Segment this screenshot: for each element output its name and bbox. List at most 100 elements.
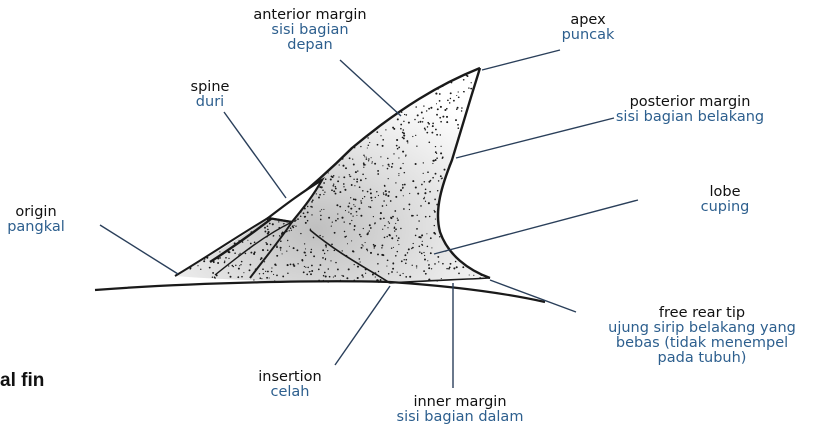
stipple-dot (323, 182, 325, 184)
stipple-dot (293, 224, 295, 226)
stipple-dot (402, 272, 404, 275)
stipple-dot (384, 224, 386, 227)
stipple-dot (365, 177, 367, 180)
stipple-dot (437, 261, 440, 263)
stipple-dot (234, 252, 236, 254)
stipple-dot (324, 258, 327, 261)
stipple-dot (393, 226, 396, 229)
stipple-dot (434, 263, 436, 265)
stipple-dot (265, 243, 269, 246)
stipple-dot (319, 218, 322, 221)
stipple-dot (422, 162, 424, 164)
stipple-dot (391, 271, 393, 273)
stipple-dot (449, 92, 452, 95)
stipple-dot (337, 213, 339, 215)
stipple-dot (458, 272, 460, 275)
stipple-dot (342, 183, 345, 185)
stipple-dot (289, 227, 292, 230)
label-insertion-en: insertion (258, 369, 322, 385)
stipple-dot (362, 227, 364, 230)
label-spine-en: spine (190, 79, 230, 95)
stipple-dot (412, 135, 414, 138)
stipple-dot (353, 279, 356, 282)
stipple-dot (360, 202, 363, 204)
stipple-dot (470, 87, 473, 90)
stipple-dot (371, 273, 374, 276)
stipple-dot (381, 247, 383, 249)
stipple-dot (352, 215, 354, 217)
stipple-dot (445, 115, 449, 118)
stipple-dot (259, 258, 262, 261)
stipple-dot (333, 190, 336, 193)
leader-spine (223, 111, 287, 199)
stipple-dot (380, 135, 382, 137)
body-line (94, 280, 546, 304)
stipple-dot (402, 162, 404, 165)
stipple-dot (433, 210, 436, 213)
stipple-dot (400, 127, 402, 130)
stipple-dot (219, 251, 221, 253)
stipple-dot (379, 217, 382, 220)
label-anterior-margin-id-1: sisi bagian (271, 22, 349, 38)
stipple-dot (303, 243, 306, 245)
stipple-dot (279, 246, 282, 249)
stipple-dot (415, 106, 417, 108)
stipple-dot (359, 261, 361, 263)
stipple-dot (387, 221, 390, 223)
stipple-dot (448, 102, 451, 104)
stipple-dot (433, 224, 435, 227)
stipple-dot (396, 217, 398, 219)
stipple-dot (395, 235, 398, 237)
stipple-dot (320, 214, 322, 217)
stipple-dot (395, 228, 397, 231)
label-inner-margin: inner margin sisi bagian dalam (385, 395, 535, 425)
stipple-dot (416, 228, 418, 230)
stipple-dot (331, 189, 333, 192)
stipple-dot (423, 258, 427, 261)
stipple-dot (352, 163, 355, 166)
stipple-dot (373, 247, 375, 249)
stipple-dot (435, 152, 438, 155)
stipple-dot (426, 110, 428, 112)
stipple-dot (297, 218, 299, 221)
stipple-dot (420, 252, 423, 255)
stipple-dot (365, 156, 367, 158)
stipple-dot (362, 276, 364, 278)
stipple-dot (212, 261, 215, 264)
stipple-dot (249, 263, 252, 266)
stipple-dot (398, 243, 400, 246)
stipple-dot (360, 235, 362, 238)
stipple-dot (330, 225, 332, 227)
stipple-dot (249, 242, 252, 245)
stipple-dot (392, 215, 394, 218)
stipple-dot (397, 237, 400, 240)
stipple-dot (401, 136, 404, 139)
stipple-dot (429, 190, 431, 193)
stipple-dot (334, 192, 337, 195)
stipple-dot (332, 174, 335, 177)
label-origin: origin pangkal (0, 205, 72, 235)
stipple-dot (382, 192, 385, 194)
stipple-dot (388, 222, 391, 224)
stipple-dot (322, 257, 324, 259)
stipple-dot (223, 260, 226, 262)
spine-shape (265, 176, 325, 224)
stipple-dot (244, 252, 247, 255)
stipple-dot (331, 176, 334, 179)
stipple-dot (348, 211, 350, 213)
stipple-dot (385, 204, 388, 206)
stipple-dot (426, 233, 428, 235)
stipple-dot (436, 189, 439, 192)
stipple-dot (348, 202, 351, 204)
stipple-dot (395, 182, 397, 184)
stipple-dot (369, 206, 371, 208)
stipple-dot (353, 178, 355, 181)
stipple-dot (295, 225, 297, 227)
stipple-dot (328, 216, 331, 219)
stipple-dot (281, 232, 283, 235)
stipple-dot (253, 252, 256, 255)
stipple-dot (440, 278, 442, 280)
stipple-dot (322, 236, 324, 238)
stipple-dot (310, 248, 313, 251)
stipple-dot (356, 265, 360, 268)
